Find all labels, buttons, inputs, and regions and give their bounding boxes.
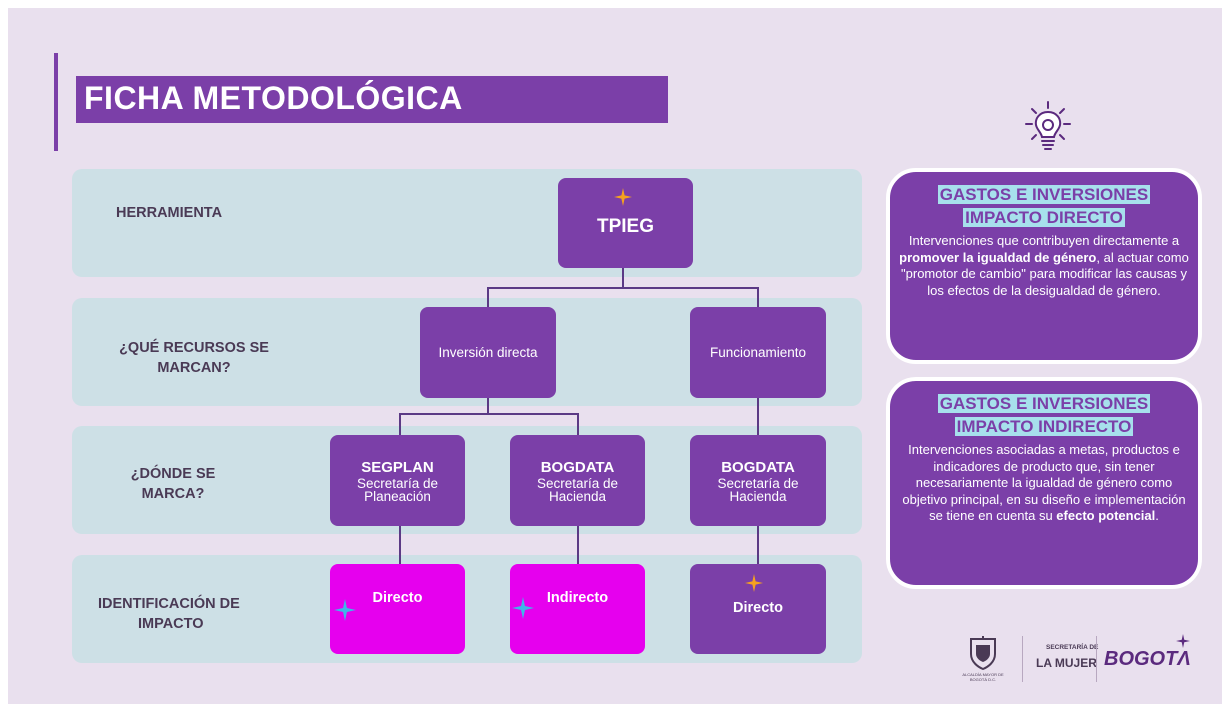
card-directo-title: GASTOS E INVERSIONES IMPACTO DIRECTO: [890, 184, 1198, 230]
row-label-donde-line1: ¿DÓNDE SE: [130, 466, 216, 482]
card-indirecto-body-text: Intervenciones asociadas a metas, produc…: [902, 442, 1186, 523]
node-tpieg: TPIEG: [558, 178, 693, 268]
sparkle-cyan-icon: [512, 597, 534, 619]
connector: [577, 526, 579, 564]
row-label-recursos: ¿QUÉ RECURSOS SE MARCAN?: [104, 338, 284, 378]
card-directo-body: Intervenciones que contribuyen directame…: [890, 233, 1198, 299]
row-label-herramienta: HERRAMIENTA: [116, 205, 223, 221]
card-indirecto-body-text2: .: [1155, 508, 1159, 523]
node-indirecto: Indirecto: [510, 564, 645, 654]
node-bogdata1-title: BOGDATA: [540, 458, 615, 476]
page-title: FICHA METODOLÓGICA: [84, 80, 463, 116]
row-label-recursos-line1: ¿QUÉ RECURSOS SE: [119, 340, 269, 356]
node-bogdata2-title: BOGDATA: [721, 458, 795, 476]
node-bogdata2-sub2: Hacienda: [729, 488, 787, 504]
card-directo-body-text: Intervenciones que contribuyen directame…: [908, 233, 1180, 248]
sparkle-cyan-icon: [334, 599, 356, 621]
connector: [622, 268, 624, 288]
logo-divider: [1022, 636, 1023, 682]
row-label-donde-line2: MARCA?: [141, 486, 205, 502]
card-indirecto-title-line1: GASTOS E INVERSIONES: [937, 394, 1151, 413]
row-label-impacto: IDENTIFICACIÓN DE IMPACTO: [98, 594, 278, 634]
footer-logos: ALCALDÍA MAYOR DE BOGOTÁ D.C. SECRETARÍA…: [956, 628, 1196, 688]
row-label-impacto-line2: IMPACTO: [138, 616, 204, 632]
node-directo-1: Directo: [330, 564, 465, 654]
lightbulb-icon: [1025, 101, 1071, 150]
connector: [399, 413, 577, 415]
slide: FICHA METODOLÓGICA HERRAMIENTA ¿QUÉ RECU…: [8, 8, 1222, 704]
star-icon: [1176, 634, 1190, 648]
connector: [757, 287, 759, 307]
secretaria-mujer-top: SECRETARÍA DE: [1046, 644, 1099, 651]
node-bogdata2-sub1: Secretaría de: [717, 475, 799, 491]
connector: [399, 413, 401, 435]
connector: [399, 526, 401, 564]
node-indirecto-label: Indirecto: [546, 590, 609, 606]
card-directo-title-line2: IMPACTO DIRECTO: [963, 208, 1125, 227]
card-impacto-directo: GASTOS E INVERSIONES IMPACTO DIRECTO Int…: [886, 168, 1202, 364]
card-indirecto-title-line2: IMPACTO INDIRECTO: [954, 417, 1134, 436]
card-indirecto-body: Intervenciones asociadas a metas, produc…: [890, 442, 1198, 525]
connector: [757, 398, 759, 435]
node-directo-2: Directo: [690, 564, 826, 654]
title-bar: FICHA METODOLÓGICA: [76, 76, 668, 123]
node-bogdata-2: BOGDATA Secretaría de Hacienda: [690, 435, 826, 526]
connector: [487, 398, 489, 414]
node-funcionamiento: Funcionamiento: [690, 307, 826, 398]
node-segplan: SEGPLAN Secretaría de Planeación: [330, 435, 465, 526]
bogota-logo: BOGOTΛ: [1104, 648, 1191, 670]
node-inversion-directa: Inversión directa: [420, 307, 556, 398]
alcaldia-label: ALCALDÍA MAYOR DE BOGOTÁ D.C.: [962, 672, 1004, 682]
node-segplan-sub1: Secretaría de: [356, 475, 439, 491]
sparkle-orange-icon: [745, 574, 763, 592]
node-inversion-label: Inversión directa: [438, 345, 538, 360]
card-directo-body-text2: , al actuar como "promotor de cambio" pa…: [901, 249, 1189, 298]
node-segplan-sub2: Planeación: [364, 488, 431, 504]
card-indirecto-title: GASTOS E INVERSIONES IMPACTO INDIRECTO: [890, 393, 1198, 439]
card-impacto-indirecto: GASTOS E INVERSIONES IMPACTO INDIRECTO I…: [886, 377, 1202, 589]
card-directo-title-line1: GASTOS E INVERSIONES: [937, 185, 1151, 204]
connector: [757, 526, 759, 564]
connector: [577, 413, 579, 435]
row-label-donde: ¿DÓNDE SE MARCA?: [128, 464, 218, 504]
sparkle-orange-icon: [614, 188, 632, 206]
node-bogdata1-sub2: Hacienda: [548, 488, 607, 504]
logo-divider: [1096, 636, 1097, 682]
band-herramienta: [72, 169, 862, 277]
node-funcionamiento-label: Funcionamiento: [709, 345, 807, 360]
card-indirecto-body-bold: efecto potencial: [1056, 508, 1156, 523]
card-directo-body-bold: promover la igualdad de género: [899, 249, 1097, 265]
connector: [487, 287, 489, 307]
row-label-recursos-line2: MARCAN?: [157, 360, 231, 376]
node-directo2-label: Directo: [733, 600, 783, 616]
node-directo1-label: Directo: [372, 590, 423, 606]
node-bogdata-1: BOGDATA Secretaría de Hacienda: [510, 435, 645, 526]
row-label-impacto-line1: IDENTIFICACIÓN DE: [98, 596, 240, 612]
secretaria-mujer-bottom: LA MUJER: [1036, 656, 1097, 670]
title-accent-bar: [54, 53, 58, 151]
node-tpieg-label: TPIEG: [596, 216, 654, 237]
coat-of-arms-icon: [970, 636, 996, 670]
node-bogdata1-sub1: Secretaría de: [536, 475, 619, 491]
node-segplan-title: SEGPLAN: [361, 458, 434, 476]
connector: [487, 287, 758, 289]
